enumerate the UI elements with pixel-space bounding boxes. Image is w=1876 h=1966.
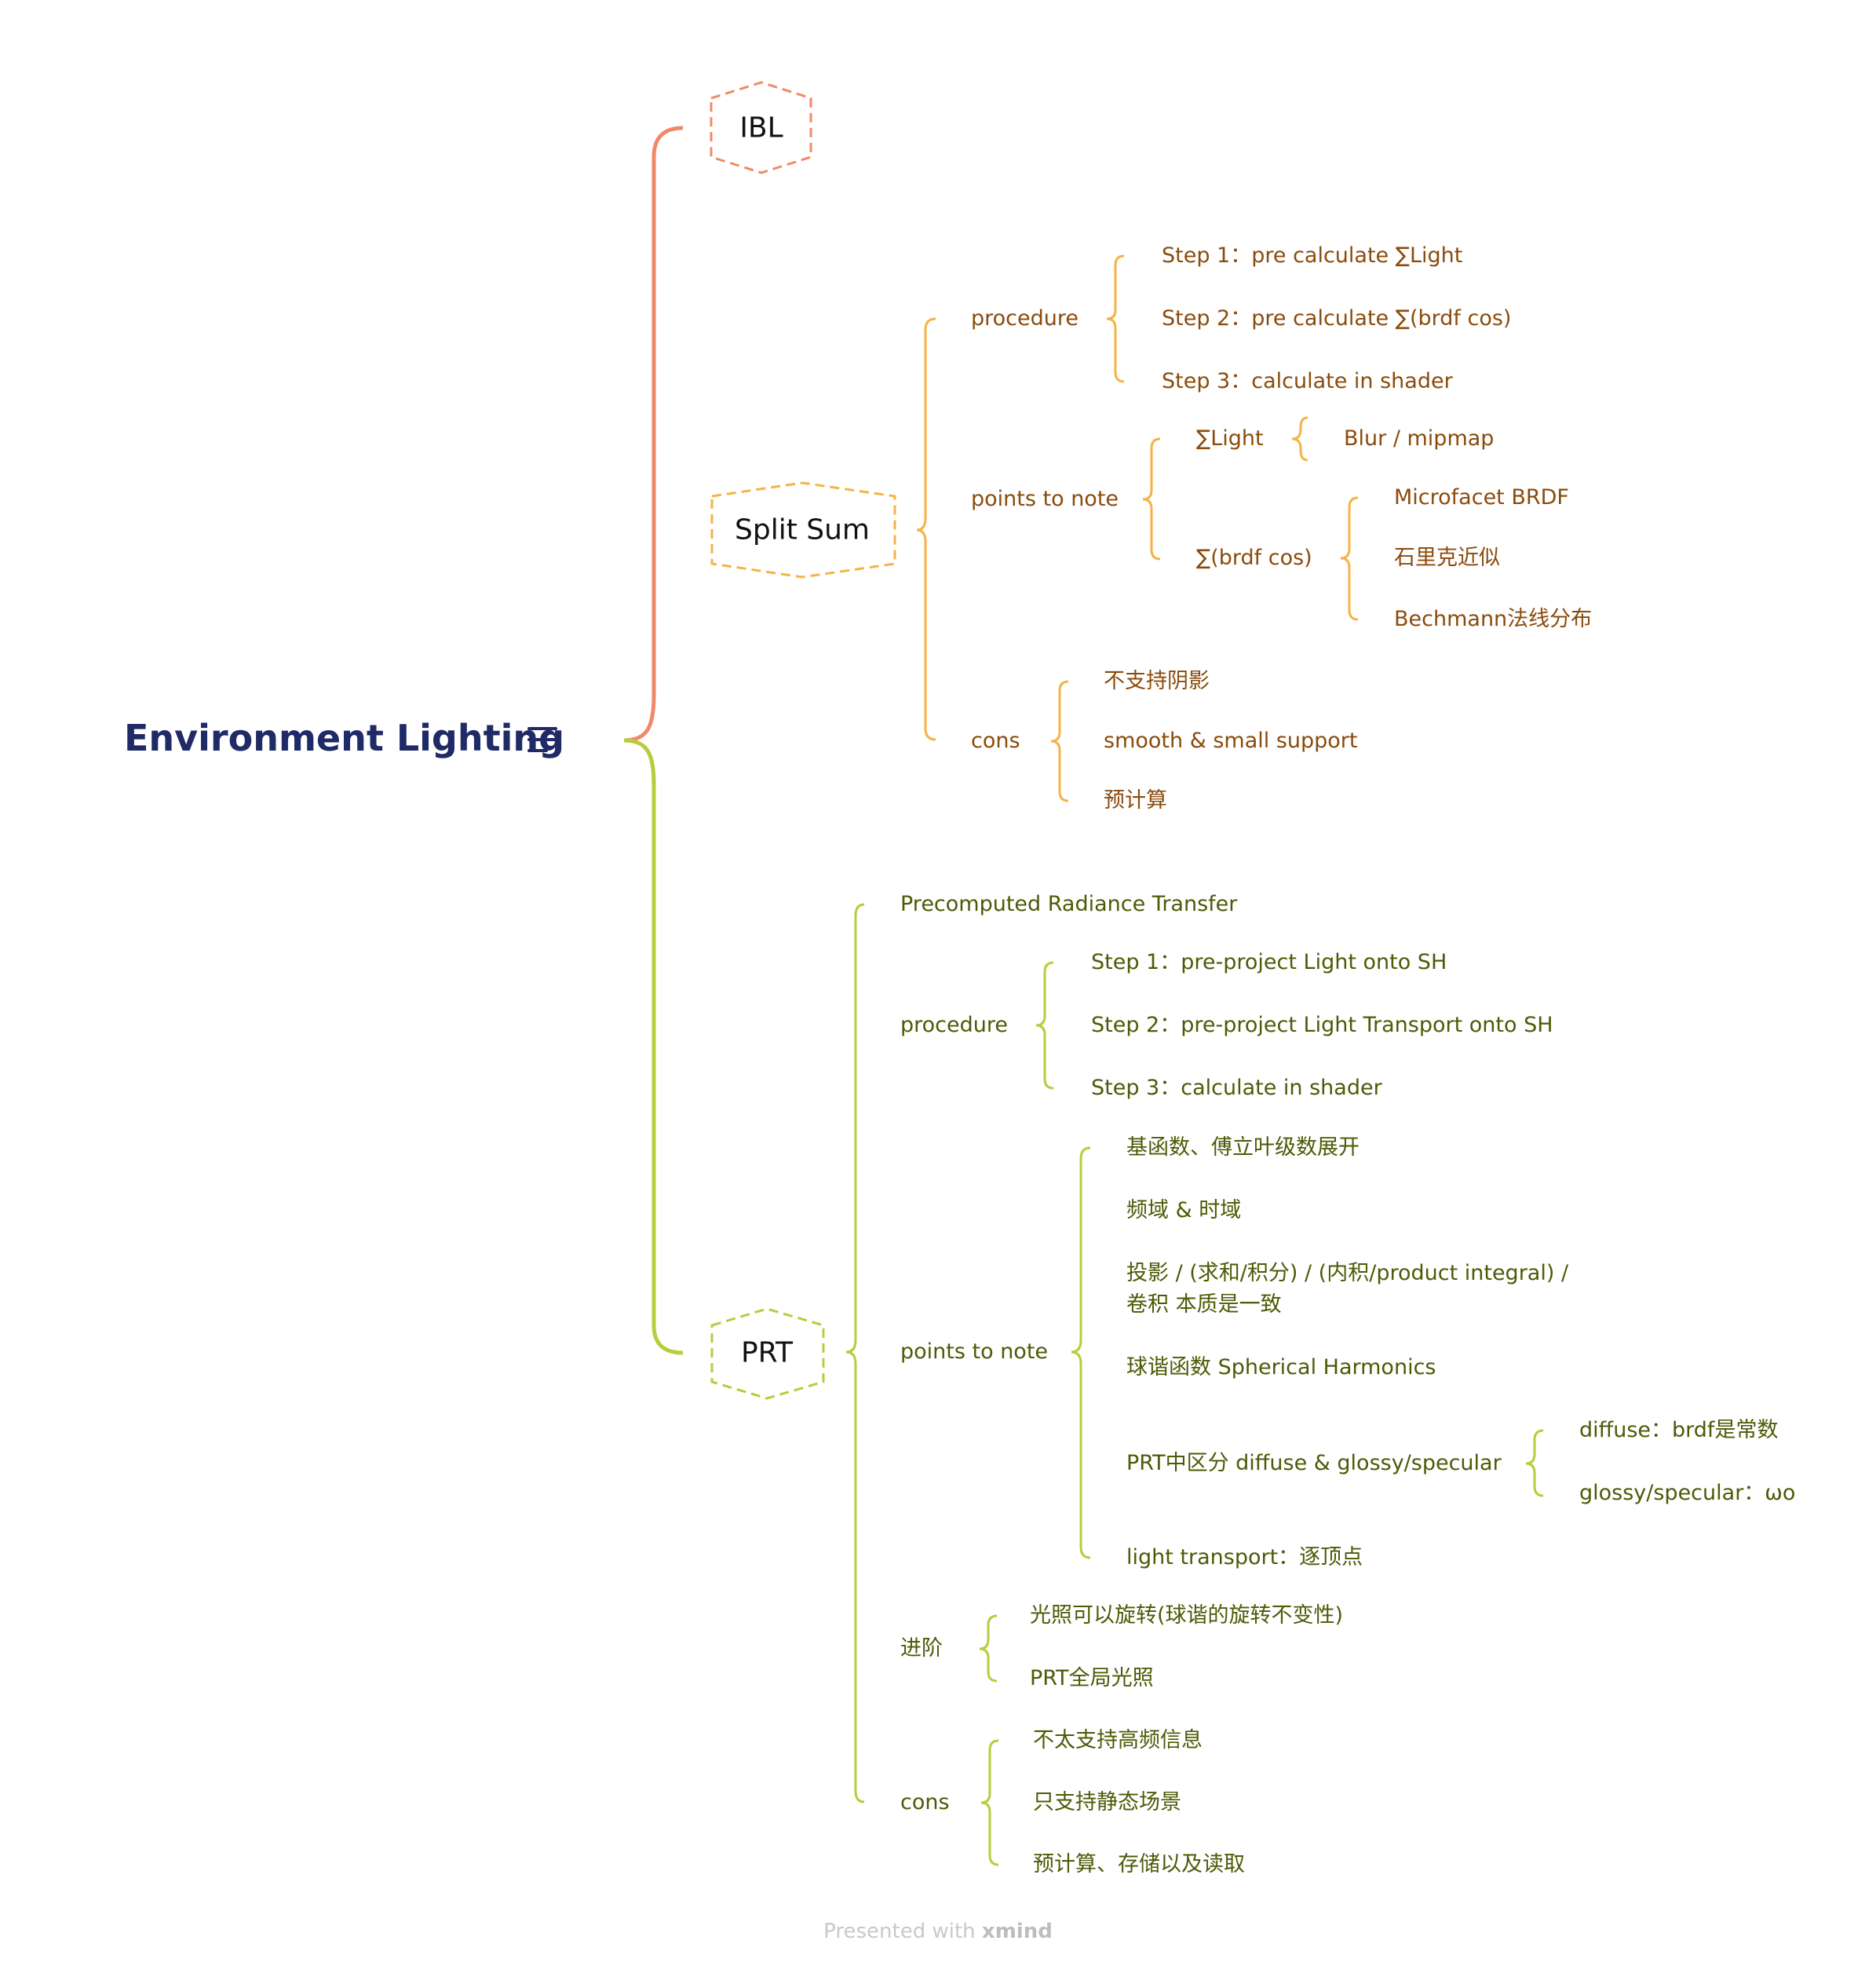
prt-cons-2[interactable]: 只支持静态场景 xyxy=(1033,1790,1181,1814)
bracket-prt-cons xyxy=(980,1739,999,1866)
ss-beckmann[interactable]: Bechmann法线分布 xyxy=(1394,607,1593,631)
bracket-ss-points xyxy=(1142,437,1161,561)
ss-cons-1[interactable]: 不支持阴影 xyxy=(1104,669,1210,693)
ss-schlick[interactable]: 石里克近似 xyxy=(1394,546,1500,570)
prt-step-1[interactable]: Step 1：pre-project Light onto SH xyxy=(1091,950,1447,974)
ss-sum-brdf[interactable]: ∑(brdf cos) xyxy=(1196,546,1312,570)
bracket-ss-light xyxy=(1291,416,1308,462)
prt-diffuse[interactable]: diffuse：brdf是常数 xyxy=(1579,1418,1779,1442)
ss-blur-mipmap[interactable]: Blur / mipmap xyxy=(1344,426,1495,451)
prt-advanced-1[interactable]: 光照可以旋转(球谐的旋转不变性) xyxy=(1030,1603,1344,1628)
footer-watermark: Presented with xmind xyxy=(823,1920,1053,1943)
topic-split-sum[interactable]: Split Sum xyxy=(734,513,870,546)
prt-step-3[interactable]: Step 3：calculate in shader xyxy=(1091,1076,1382,1100)
prt-point-projection[interactable]: 投影 / (求和/积分) / (内积/product integral) / 卷… xyxy=(1126,1261,1569,1317)
ss-cons[interactable]: cons xyxy=(971,729,1020,753)
connector-root-ibl xyxy=(623,126,684,743)
node-prt-frame[interactable] xyxy=(710,1307,825,1400)
ss-cons-2[interactable]: smooth & small support xyxy=(1104,729,1358,753)
footer-brand: xmind xyxy=(981,1920,1053,1943)
prt-full-name[interactable]: Precomputed Radiance Transfer xyxy=(900,892,1238,916)
prt-cons[interactable]: cons xyxy=(900,1790,950,1814)
bracket-ss-brdf xyxy=(1340,496,1359,621)
bracket-prt-advanced xyxy=(979,1614,998,1683)
topic-ibl[interactable]: IBL xyxy=(739,111,783,144)
bracket-prt-points xyxy=(1071,1146,1091,1559)
ss-step-3[interactable]: Step 3：calculate in shader xyxy=(1162,369,1453,393)
node-ibl-frame[interactable] xyxy=(710,81,812,174)
prt-point-freq-time[interactable]: 频域 & 时域 xyxy=(1126,1198,1242,1222)
ss-sum-light[interactable]: ∑Light xyxy=(1196,426,1264,451)
prt-advanced[interactable]: 进阶 xyxy=(900,1636,943,1661)
bracket-prt-diffuse-glossy xyxy=(1525,1429,1544,1497)
ss-step-1[interactable]: Step 1：pre calculate ∑Light xyxy=(1162,243,1463,268)
root-topic[interactable]: Environment Lighting xyxy=(124,717,565,759)
ss-points-to-note[interactable]: points to note xyxy=(971,487,1119,511)
prt-step-2[interactable]: Step 2：pre-project Light Transport onto … xyxy=(1091,1013,1553,1037)
prt-glossy[interactable]: glossy/specular：ωo xyxy=(1579,1481,1796,1505)
prt-cons-1[interactable]: 不太支持高频信息 xyxy=(1033,1728,1203,1752)
ss-cons-3[interactable]: 预计算 xyxy=(1104,788,1167,813)
prt-point-light-transport[interactable]: light transport：逐顶点 xyxy=(1126,1545,1363,1570)
prt-points-to-note[interactable]: points to note xyxy=(900,1339,1049,1364)
connector-root-prt xyxy=(623,738,684,1355)
prt-advanced-2[interactable]: PRT全局光照 xyxy=(1030,1666,1154,1690)
bracket-ss-cons xyxy=(1050,680,1069,802)
prt-point-sh[interactable]: 球谐函数 Spherical Harmonics xyxy=(1126,1355,1436,1379)
prt-procedure[interactable]: procedure xyxy=(900,1013,1008,1037)
footer-prefix: Presented with xyxy=(823,1920,976,1943)
ss-procedure[interactable]: procedure xyxy=(971,306,1079,331)
bracket-ss-procedure xyxy=(1106,254,1125,383)
prt-point-basis[interactable]: 基函数、傅立叶级数展开 xyxy=(1126,1135,1360,1160)
topic-prt[interactable]: PRT xyxy=(740,1336,794,1369)
ss-step-2[interactable]: Step 2：pre calculate ∑(brdf cos) xyxy=(1162,306,1512,331)
notes-icon[interactable] xyxy=(527,727,557,752)
ss-microfacet[interactable]: Microfacet BRDF xyxy=(1394,485,1569,510)
prt-cons-3[interactable]: 预计算、存储以及读取 xyxy=(1033,1852,1245,1876)
bracket-prt xyxy=(845,903,865,1803)
bracket-prt-procedure xyxy=(1035,961,1054,1090)
bracket-split-sum xyxy=(916,317,936,741)
node-split-sum-frame[interactable] xyxy=(710,481,896,579)
prt-point-diffuse-glossy[interactable]: PRT中区分 diffuse & glossy/specular xyxy=(1126,1451,1502,1475)
